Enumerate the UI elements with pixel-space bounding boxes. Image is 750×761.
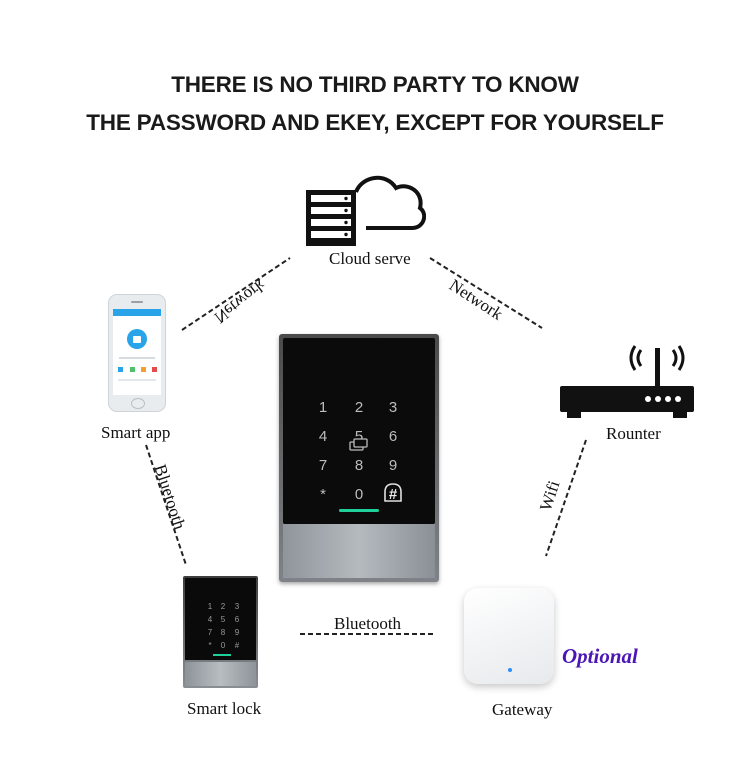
key-6: 6 — [388, 428, 398, 445]
smart-lock-label: Smart lock — [187, 699, 262, 718]
key-hash-bell: # — [388, 486, 398, 503]
headline-line-2: THE PASSWORD AND EKEY, EXCEPT FOR YOURSE… — [86, 110, 664, 135]
headline-line-1: THERE IS NO THIRD PARTY TO KNOW — [171, 72, 579, 97]
smartphone-icon — [108, 294, 166, 412]
line-wifi — [545, 439, 587, 557]
key-9: 9 — [388, 457, 398, 474]
key-7: 7 — [318, 457, 328, 474]
smart-app-label: Smart app — [101, 423, 171, 442]
gateway-icon — [464, 588, 554, 684]
status-led-bar — [339, 509, 379, 512]
key-star: * — [320, 486, 326, 503]
key-5: 5 — [354, 428, 364, 445]
card-icon — [349, 438, 368, 451]
key-8: 8 — [354, 457, 364, 474]
bluetooth-bottom-label: Bluetooth — [334, 614, 402, 633]
keypad-device-icon: 1 2 3 4 5 6 7 8 9 * 0 # — [279, 334, 439, 582]
key-3: 3 — [388, 399, 398, 416]
router-label: Rounter — [606, 424, 661, 443]
bell-icon — [384, 483, 402, 502]
line-bluetooth-left — [145, 444, 187, 566]
key-0: 0 — [354, 486, 364, 503]
key-1: 1 — [318, 399, 328, 416]
key-2: 2 — [354, 399, 364, 416]
line-network-right — [429, 257, 543, 329]
router-icon — [560, 345, 694, 418]
cloud-serve-label: Cloud serve — [329, 249, 411, 268]
line-network-left — [181, 257, 291, 331]
cloud-server-icon — [306, 176, 426, 246]
optional-tag: Optional — [562, 644, 638, 668]
key-4: 4 — [318, 428, 328, 445]
gateway-label: Gateway — [492, 700, 553, 719]
